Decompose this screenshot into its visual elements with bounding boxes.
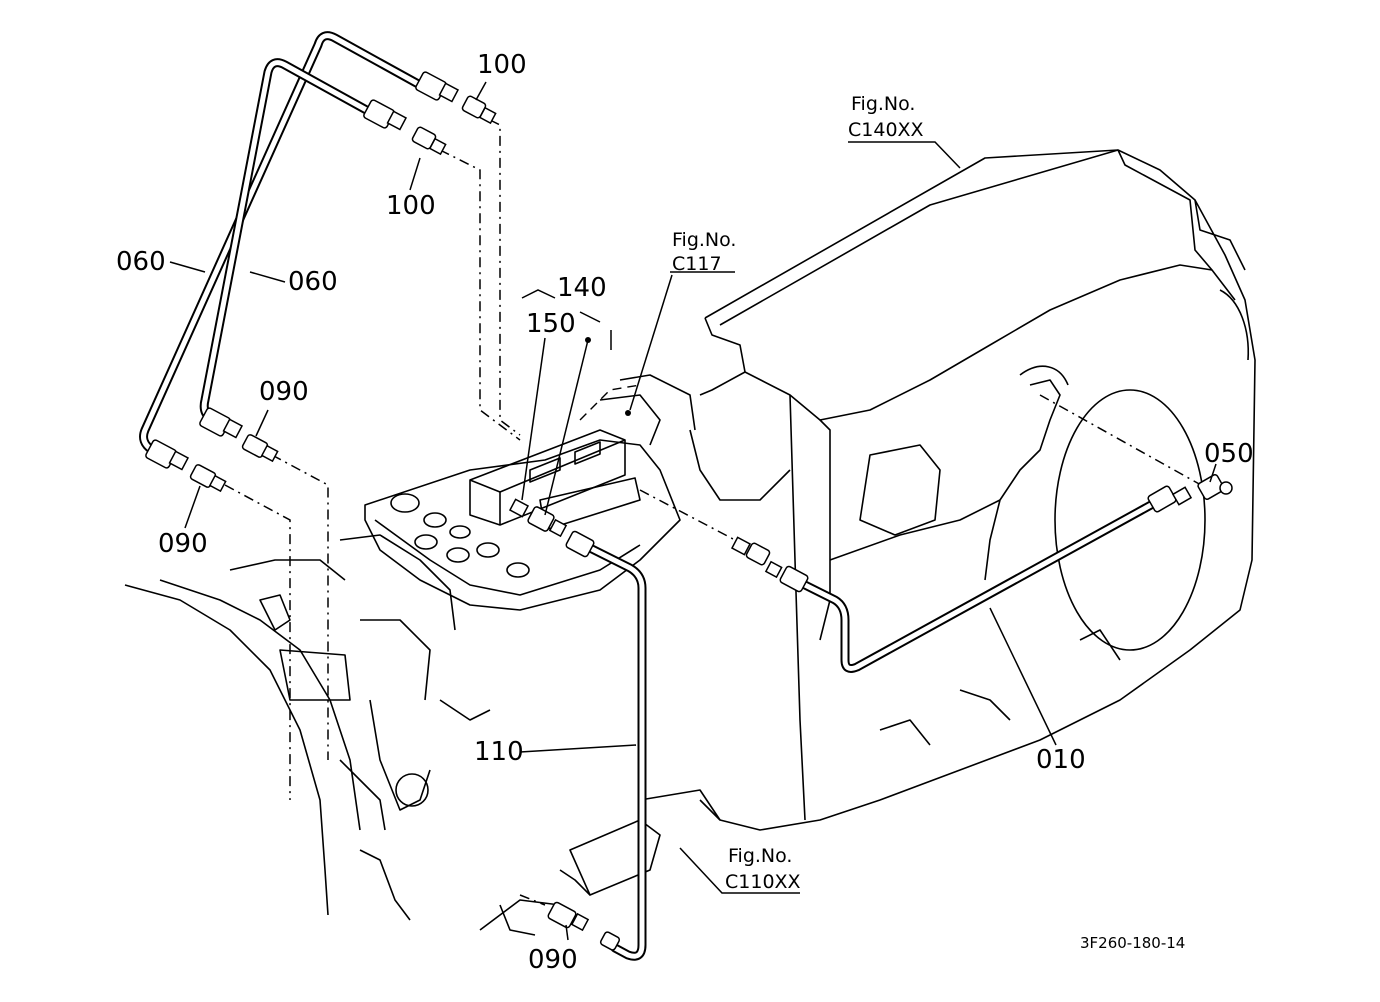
center-lines: [224, 119, 1211, 906]
fig-ref-code: C140XX: [848, 119, 924, 141]
pipe-060-outer: [139, 31, 425, 455]
drawing-code: 3F260-180-14: [1080, 934, 1185, 952]
transmission-housing: [639, 149, 1256, 831]
label-060-right: 060: [288, 267, 338, 297]
fig-ref-code: C117: [672, 253, 722, 275]
front-structure: [124, 534, 661, 936]
pipe-110: [585, 543, 647, 961]
fig-ref-prefix: Fig.No.: [672, 229, 736, 251]
label-090-mid: 090: [259, 377, 309, 407]
part-labels: 100 100 060 060 090 090 140 150 110 050 …: [116, 50, 1254, 975]
label-090-bottom: 090: [528, 945, 578, 975]
label-100-top: 100: [477, 50, 527, 80]
label-140: 140: [557, 273, 607, 303]
fig-ref-code: C110XX: [725, 871, 801, 893]
label-010: 010: [1036, 745, 1086, 775]
label-110: 110: [474, 737, 524, 767]
pipe-010: [800, 495, 1165, 673]
leader-dot-140: [585, 337, 591, 343]
leader-dot-c117: [625, 410, 631, 416]
fig-ref-prefix: Fig.No.: [851, 93, 915, 115]
label-090-left: 090: [158, 529, 208, 559]
fittings: [145, 71, 1233, 951]
label-150: 150: [526, 309, 576, 339]
figure-ref-c140xx: Fig.No. C140XX: [848, 93, 924, 141]
fig-ref-prefix: Fig.No.: [728, 845, 792, 867]
label-050: 050: [1204, 439, 1254, 469]
label-100-mid: 100: [386, 191, 436, 221]
figure-ref-c110xx: Fig.No. C110XX: [725, 845, 801, 893]
figure-ref-c117: Fig.No. C117: [672, 229, 736, 275]
label-060-left: 060: [116, 247, 166, 277]
leader-lines: [169, 81, 1217, 941]
